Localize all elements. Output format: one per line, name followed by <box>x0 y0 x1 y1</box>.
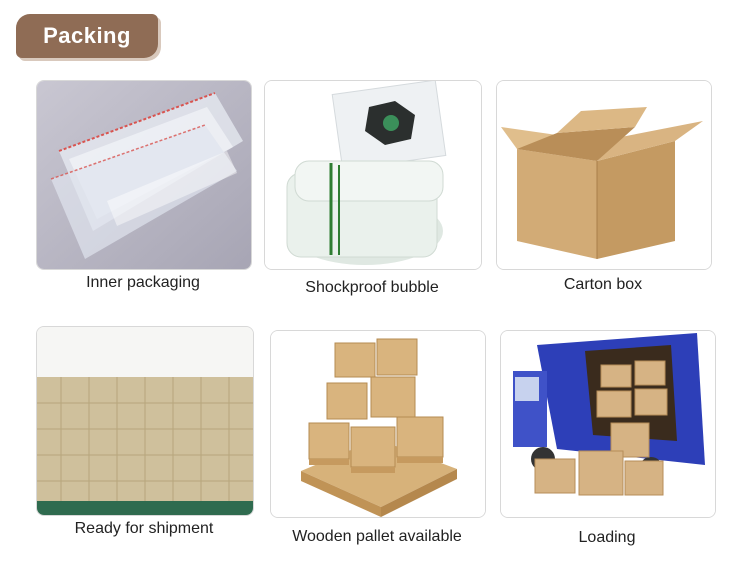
stacked-cartons-icon <box>37 327 253 515</box>
truck-icon <box>501 331 715 517</box>
loading-card <box>500 330 716 518</box>
carton-box-label: Carton box <box>563 276 643 293</box>
loading-label: Loading <box>578 529 636 546</box>
shockproof-bubble-label: Shockproof bubble <box>305 279 439 296</box>
wooden-pallet-label: Wooden pallet available <box>292 528 462 545</box>
inner-packaging-label: Inner packaging <box>86 274 200 291</box>
clear-bag-icon <box>37 81 251 269</box>
carton-box-card <box>496 80 712 270</box>
packing-badge: Packing <box>16 14 158 58</box>
inner-packaging-card <box>36 80 252 270</box>
shockproof-bubble-card <box>264 80 482 270</box>
wooden-pallet-card <box>270 330 486 518</box>
bubble-wrap-icon <box>265 81 481 269</box>
pallet-icon <box>271 331 485 517</box>
page-title: Packing <box>43 23 131 48</box>
ready-for-shipment-card <box>36 326 254 516</box>
ready-for-shipment-label: Ready for shipment <box>74 520 214 537</box>
open-carton-icon <box>497 81 711 269</box>
